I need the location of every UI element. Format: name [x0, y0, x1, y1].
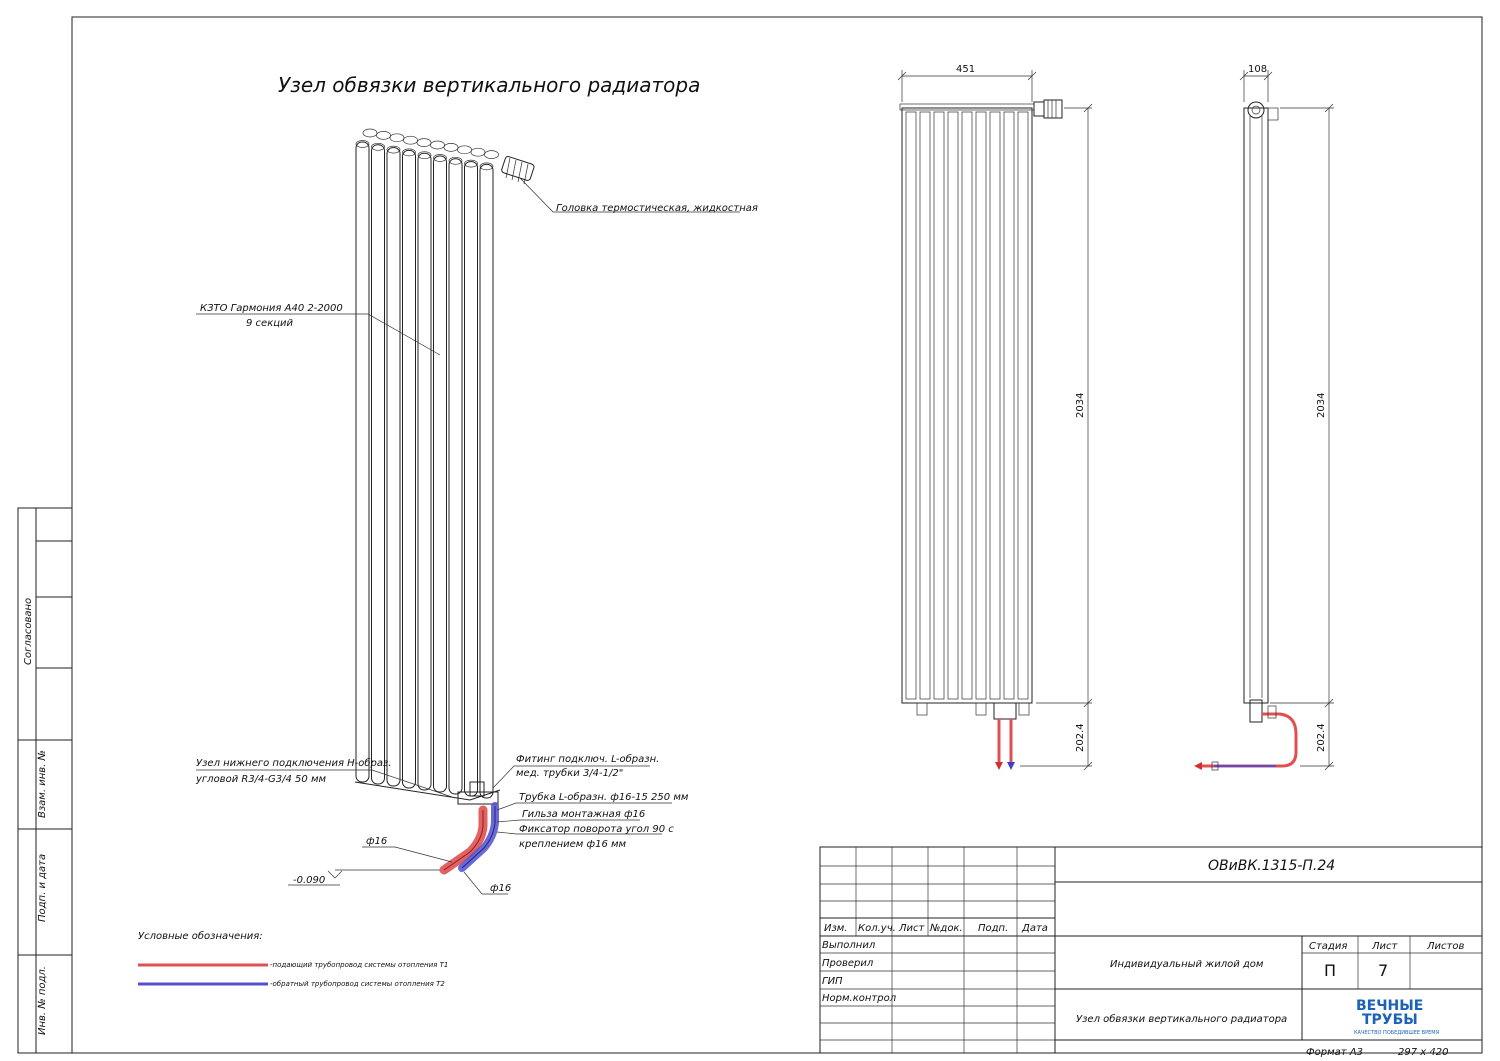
dim-side-width: 108 [1248, 64, 1267, 75]
tb-role-normcontrol: Норм.контрол [822, 993, 897, 1004]
tb-stage-value: П [1324, 961, 1336, 980]
tb-code: ОВиВК.1315-П.24 [1208, 858, 1335, 874]
svg-text:ТРУБЫ: ТРУБЫ [1362, 1012, 1418, 1028]
front-section [1003, 111, 1015, 700]
iso-tube [386, 145, 401, 787]
sheet-frame [71, 16, 1483, 1054]
dim-side-height: 2034 [1316, 393, 1327, 418]
tb-header-podp: Подп. [978, 923, 1008, 934]
tb-role-gip: ГИП [822, 976, 843, 987]
iso-tube [464, 159, 478, 797]
legend-supply-text: -подающий трубопровод системы отопления … [270, 961, 448, 969]
front-section [905, 111, 917, 700]
front-thermo-icon [1033, 99, 1063, 119]
tb-header-data: Дата [1021, 923, 1048, 934]
side-stamp-agreed: Согласовано [23, 598, 34, 665]
callout-fixator-2: креплением ф16 мм [519, 839, 627, 850]
dim-front-height: 2034 [1075, 393, 1086, 418]
callout-dia-return: ф16 [490, 883, 511, 894]
callout-thermo-head: Головка термостическая, жидкостная [556, 203, 758, 214]
callout-level: -0.090 [293, 875, 325, 886]
front-section [947, 111, 959, 700]
radiator-side-view: 108 2034 202.4 [1194, 64, 1334, 771]
legend-return-text: -обратный трубопровод системы отопления … [270, 980, 445, 988]
radiator-front-view: 451 2034 202.4 [897, 64, 1093, 771]
callout-fixator-1: Фиксатор поворота угол 90 с [519, 824, 674, 835]
iso-back-cap [470, 147, 486, 157]
iso-back-cap [443, 143, 459, 152]
tb-header-list: Лист [898, 923, 926, 934]
callout-tube: Трубка L-образн. ф16-15 250 мм [519, 791, 689, 803]
legend-title: Условные обозначения: [138, 930, 263, 942]
front-section [989, 111, 1001, 700]
callout-bottom-conn-2: угловой R3/4-G3/4 50 мм [195, 774, 326, 785]
iso-callouts: Головка термостическая, жидкостная КЗТО … [195, 177, 758, 895]
callout-fitting-2: мед. трубки 3/4-1/2" [516, 767, 623, 779]
iso-back-cap [389, 133, 405, 143]
callout-radiator-sections: 9 секций [246, 318, 294, 329]
radiator-isometric [354, 128, 535, 875]
iso-back-cap [484, 150, 499, 159]
svg-text:КАЧЕСТВО ПОБЕДИВШЕЕ ВРЕМЯ: КАЧЕСТВО ПОБЕДИВШЕЕ ВРЕМЯ [1354, 1030, 1439, 1036]
iso-back-cap [362, 128, 378, 138]
iso-tube [402, 148, 416, 789]
tb-header-ndok: №док. [929, 923, 963, 934]
tb-role-checked: Проверил [822, 958, 874, 969]
callout-fitting-1: Фитинг подключ. L-образн. [516, 753, 659, 765]
front-section [975, 111, 987, 700]
iso-tube [355, 140, 370, 783]
iso-tube [433, 154, 447, 793]
iso-back-cap [403, 135, 418, 145]
side-stamp-sign-date: Подп. и дата [37, 854, 48, 922]
iso-tube [417, 151, 432, 791]
front-section [1017, 111, 1029, 700]
callout-radiator-model: КЗТО Гармония А40 2-2000 [200, 303, 343, 314]
iso-tube [448, 156, 463, 795]
dim-front-bottom: 202.4 [1075, 723, 1086, 752]
dim-front-width: 451 [956, 64, 975, 75]
side-stamp: Согласовано Взам. инв. № Подп. и дата Ин… [17, 507, 73, 1054]
svg-text:ВЕЧНЫЕ: ВЕЧНЫЕ [1356, 998, 1423, 1014]
iso-tube [479, 162, 494, 799]
iso-back-cap [457, 145, 472, 155]
front-section [933, 111, 945, 700]
side-stamp-inv-replace: Взам. инв. № [37, 750, 48, 818]
tb-size: 297 х 420 [1398, 1047, 1448, 1058]
iso-back-cap [416, 138, 432, 147]
drawing-title: Узел обвязки вертикального радиатора [278, 73, 700, 97]
dim-side-bottom: 202.4 [1316, 723, 1327, 752]
callout-sleeve: Гильза монтажная ф16 [522, 809, 645, 820]
tb-role-performed: Выполнил [822, 940, 876, 951]
tb-sheet-value: 7 [1378, 961, 1388, 980]
thermostatic-head-icon [501, 156, 535, 185]
supply-pipe [439, 805, 488, 875]
bottom-valve-icon [457, 781, 499, 805]
tb-object: Индивидуальный жилой дом [1110, 959, 1264, 970]
tb-sheet-label: Лист [1371, 941, 1399, 952]
title-block: Изм. Кол.уч. Лист №док. Подп. Дата Выпол… [819, 846, 1483, 1058]
tb-format: Формат А3 [1306, 1047, 1363, 1058]
front-section [919, 111, 931, 700]
front-section [961, 111, 973, 700]
side-stamp-inv-orig: Инв. № подл. [37, 966, 48, 1035]
tb-sheet-title: Узел обвязки вертикального радиатора [1076, 1013, 1287, 1025]
tb-header-kol: Кол.уч. [858, 923, 896, 934]
tb-stage-label: Стадия [1309, 941, 1347, 952]
iso-back-cap [376, 131, 391, 140]
iso-tube [371, 142, 385, 785]
callout-bottom-conn-1: Узел нижнего подключения Н-образ. [196, 757, 392, 769]
tb-header-izm: Изм. [824, 923, 848, 934]
tb-sheets-label: Листов [1426, 941, 1464, 952]
iso-back-cap [430, 140, 445, 150]
brand-logo: ВЕЧНЫЕ ТРУБЫ КАЧЕСТВО ПОБЕДИВШЕЕ ВРЕМЯ [1354, 998, 1439, 1036]
callout-dia-supply: ф16 [366, 836, 387, 847]
legend: Условные обозначения: -подающий трубопро… [138, 930, 448, 988]
